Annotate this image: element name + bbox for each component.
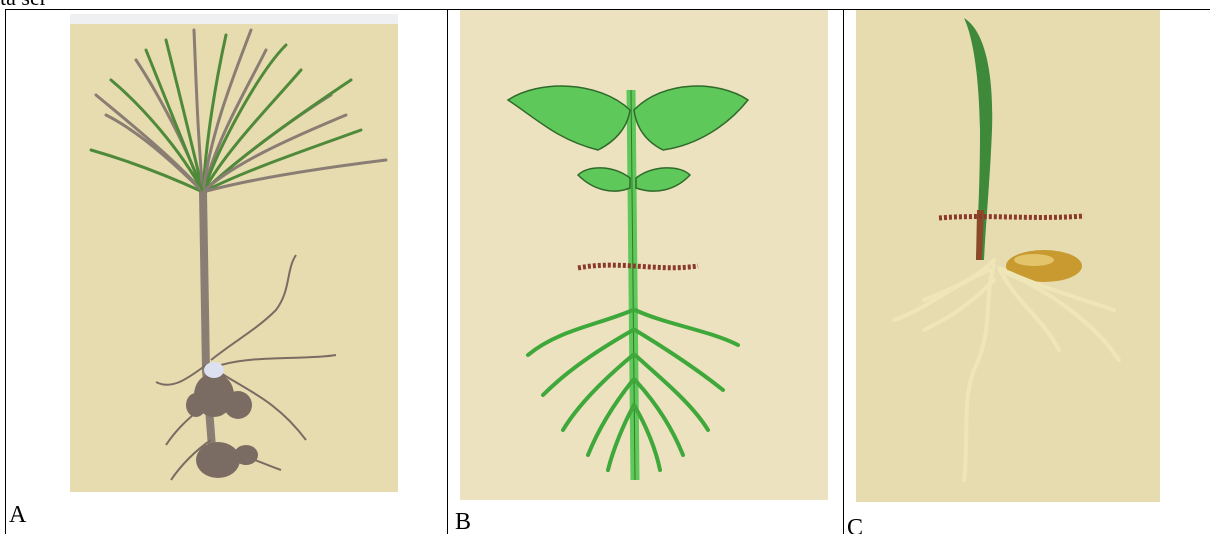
- pine-seed-coat: [204, 362, 224, 378]
- figure-label-a: A: [9, 503, 26, 527]
- panel-c-background: [856, 10, 1160, 502]
- figure-cell-c: C: [844, 10, 1210, 534]
- figure-cell-b: B: [448, 10, 843, 534]
- figure-cell-a: A: [6, 10, 447, 534]
- monocot-seed-highlight: [1014, 254, 1054, 266]
- figure-label-b: B: [455, 510, 471, 534]
- dicot-seedling-illustration: [448, 10, 843, 534]
- panel-a-top-strip: [70, 14, 398, 24]
- pine-seedling-illustration: [6, 10, 447, 534]
- figure-label-c: C: [847, 516, 863, 534]
- monocot-seedling-illustration: [844, 10, 1210, 534]
